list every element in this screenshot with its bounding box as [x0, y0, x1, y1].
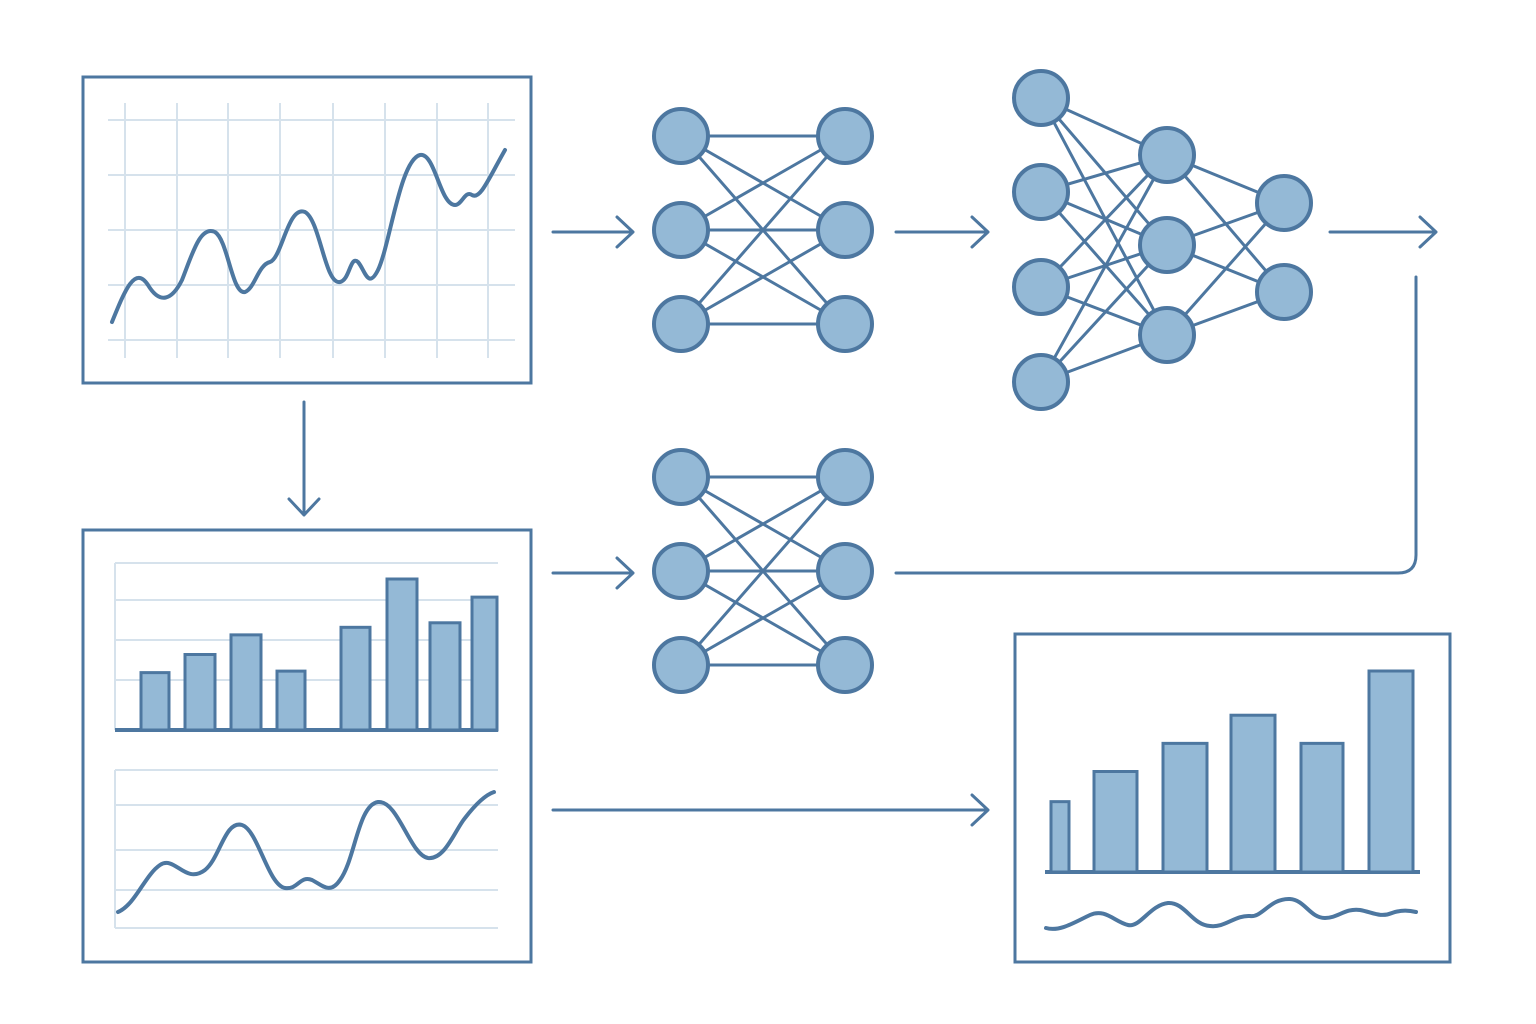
network-deep-edge: [1039, 154, 1169, 383]
arrow-right: [894, 215, 990, 249]
network-deep-node: [1012, 353, 1070, 411]
network-middle-edge: [680, 475, 846, 573]
arrow-right: [551, 793, 990, 827]
output-bar: [1229, 713, 1277, 874]
decomposed-bar: [428, 621, 462, 732]
network-deep-edge: [1039, 153, 1169, 289]
network-deep-edge: [1039, 97, 1169, 336]
network-top-edge: [679, 135, 847, 325]
network-top-node: [816, 201, 874, 259]
decomposed-bar: [183, 653, 217, 732]
network-deep-node: [1255, 174, 1313, 232]
network-middle-node: [652, 636, 710, 694]
network-middle-edge: [679, 476, 847, 666]
network-middle-edge: [680, 569, 846, 667]
network-middle-node: [652, 542, 710, 600]
network-deep-node: [1012, 69, 1070, 127]
decomposed-features-panel: [81, 528, 533, 964]
input-timeseries-panel: [81, 75, 533, 385]
network-deep-node: [1138, 216, 1196, 274]
network-middle-node: [816, 636, 874, 694]
output-wave-line: [1044, 896, 1418, 931]
network-deep-node: [1255, 263, 1313, 321]
network-top-node: [816, 107, 874, 165]
decomposed-bar: [470, 595, 499, 732]
network-deep-node: [1012, 163, 1070, 221]
decomposed-line: [116, 790, 496, 914]
network-deep-node: [1138, 126, 1196, 184]
output-bar: [1049, 800, 1071, 874]
network-deep-node: [1138, 306, 1196, 364]
arrow-right: [551, 556, 635, 590]
network-top-edge: [680, 134, 846, 232]
network-top-edge: [680, 228, 846, 326]
network-deep-edge: [1039, 97, 1169, 246]
network-top-node: [652, 295, 710, 353]
output-forecast-panel: [1013, 632, 1452, 964]
network-top-node: [816, 295, 874, 353]
arrow-right: [551, 215, 635, 249]
output-bar: [1367, 669, 1415, 874]
input-timeseries-line: [110, 148, 507, 324]
network-top-node: [652, 107, 710, 165]
decomposed-bar: [385, 577, 419, 732]
output-bar: [1092, 770, 1139, 874]
output-bar: [1161, 741, 1209, 874]
decomposed-bar: [139, 671, 171, 732]
decomposed-bar: [339, 625, 372, 732]
network-middle-node: [816, 542, 874, 600]
output-bar: [1299, 741, 1345, 874]
network-deep-edge: [1165, 202, 1286, 336]
network-top-node: [652, 201, 710, 259]
arrow-down: [287, 400, 321, 517]
network-middle-node: [816, 448, 874, 506]
network-middle-node: [652, 448, 710, 506]
network-deep-node: [1012, 258, 1070, 316]
network-deep-edge: [1039, 243, 1169, 384]
decomposed-bar: [229, 633, 263, 732]
network-deep-edge: [1039, 191, 1169, 336]
decomposed-bar: [275, 669, 307, 732]
connector-line: [894, 275, 1418, 575]
arrow-right: [1328, 215, 1438, 249]
